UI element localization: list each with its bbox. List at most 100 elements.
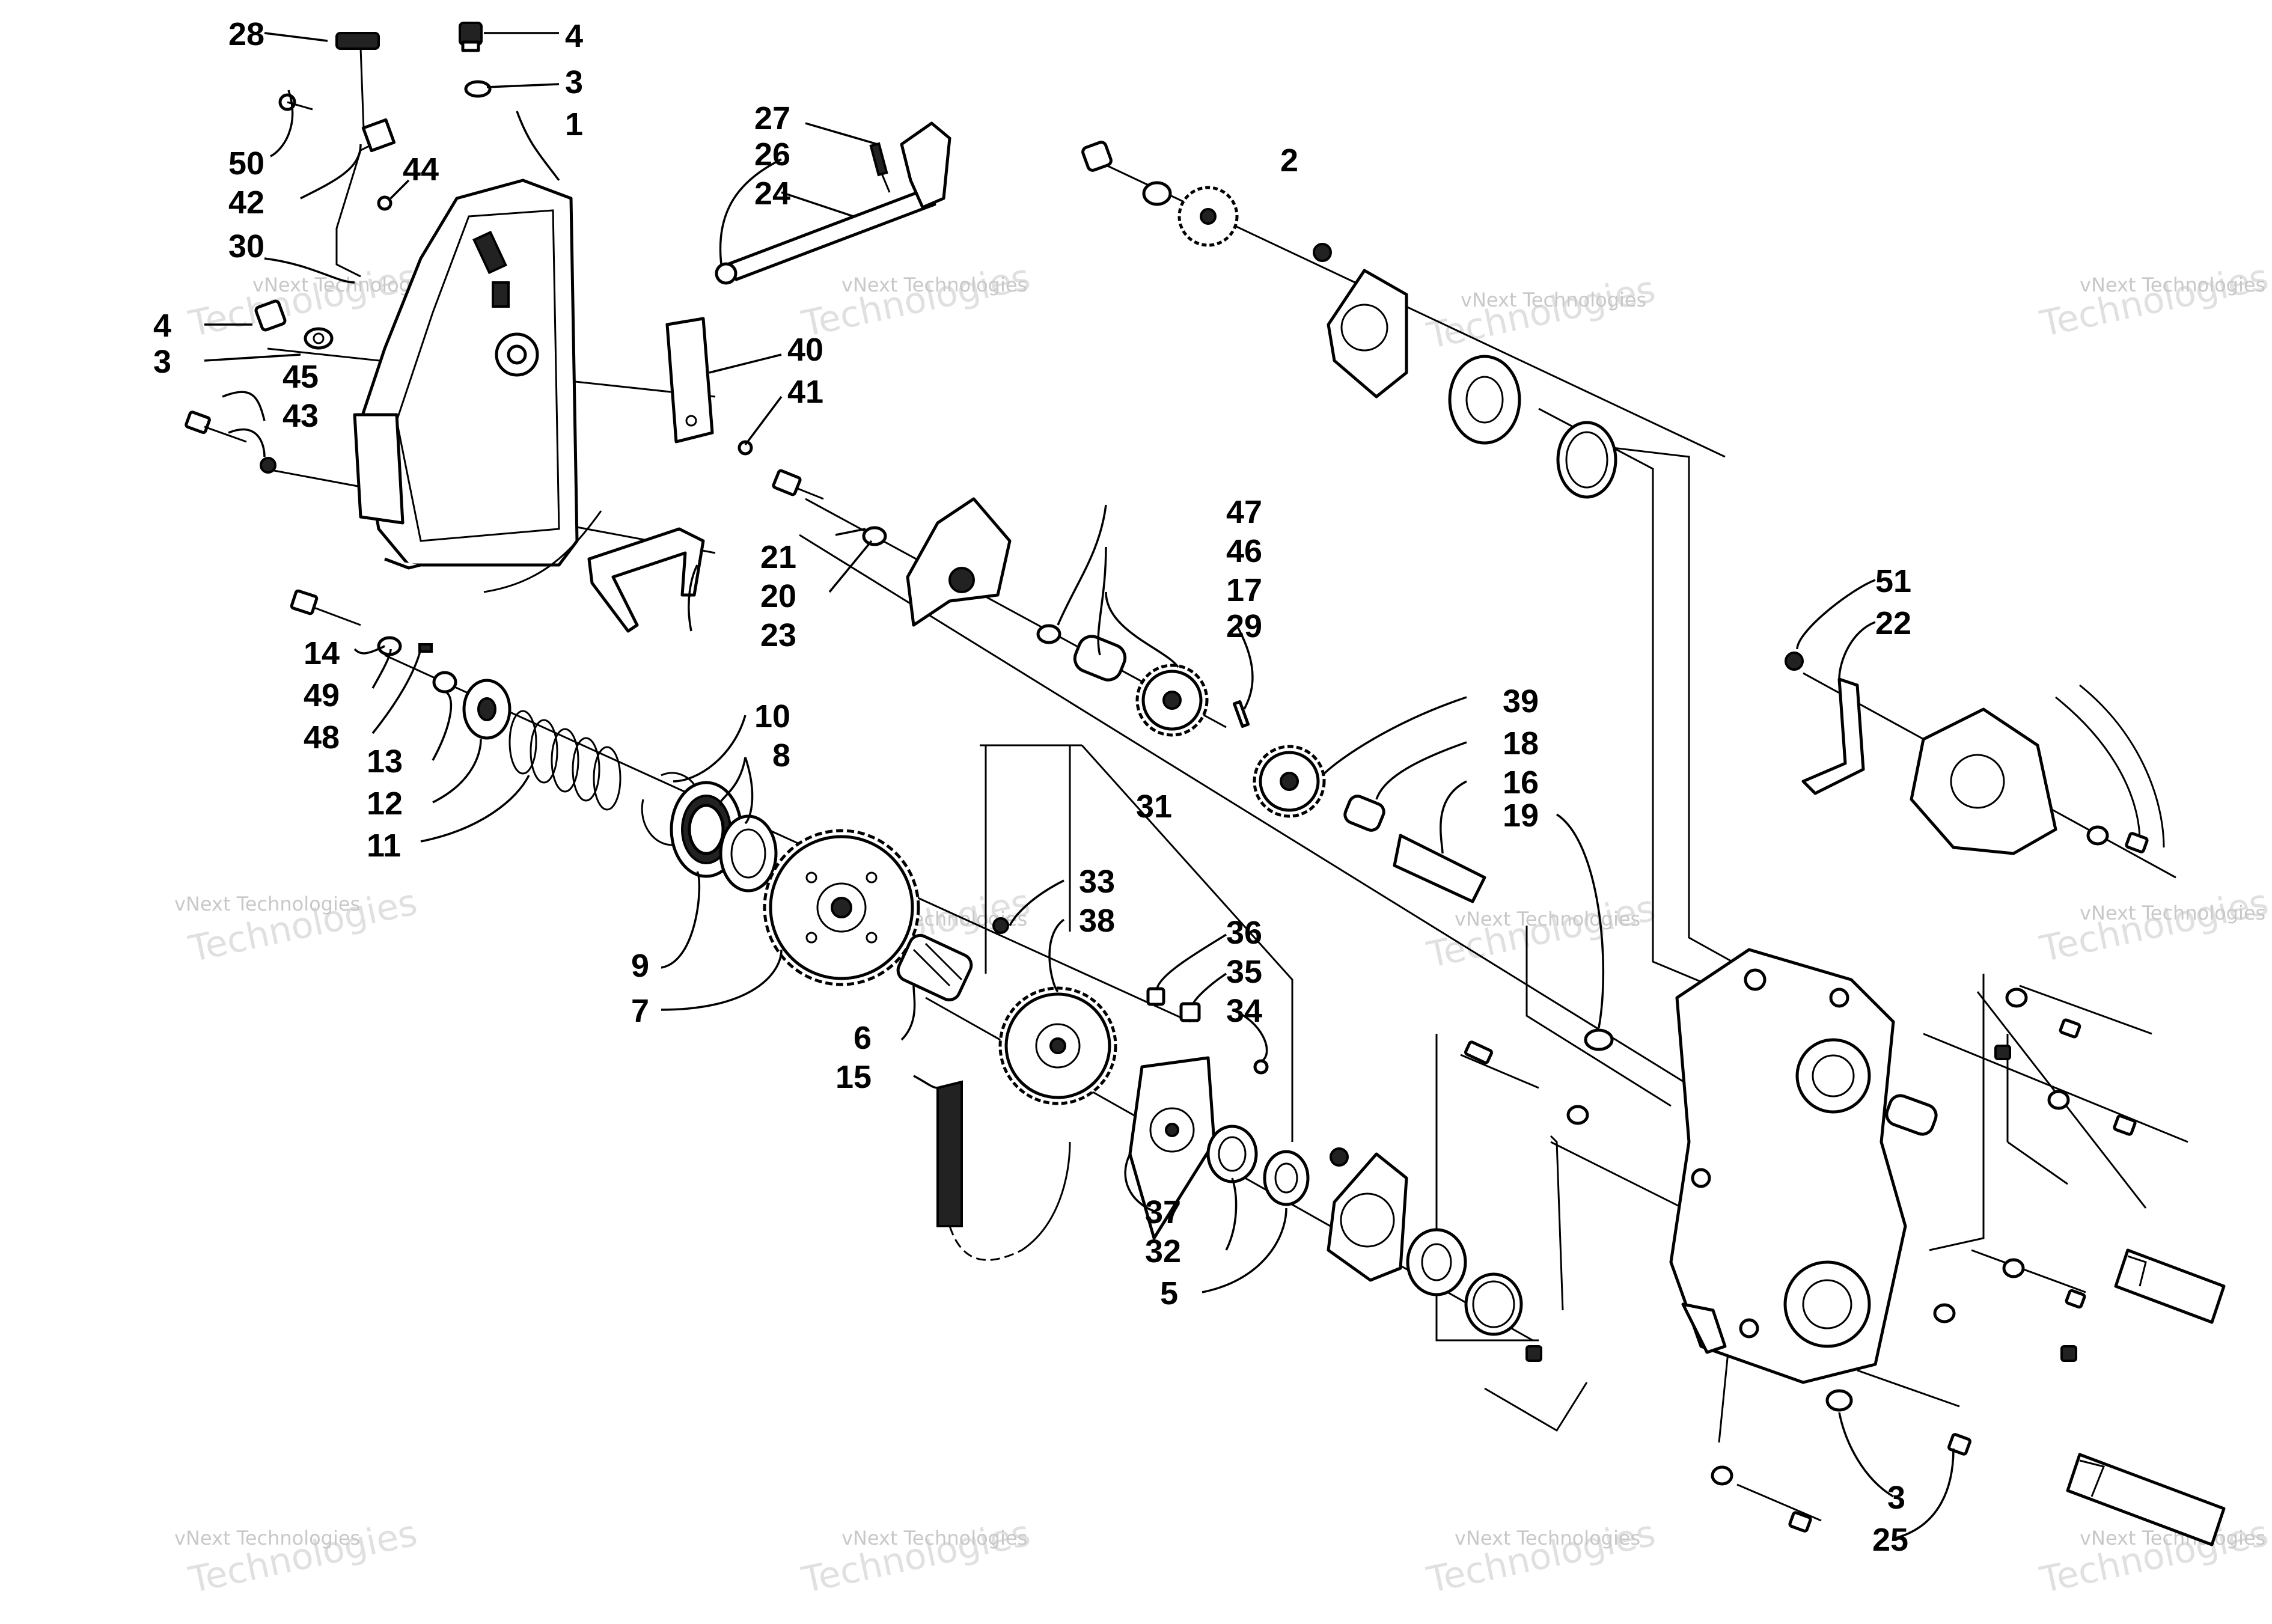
callout-3: 3 [1887,1480,1905,1516]
washer-47 [1036,624,1061,644]
callout-15: 15 [835,1059,872,1095]
watermark-big: Technologies [2036,256,2272,346]
callout-21: 21 [760,539,796,575]
spring-11 [508,710,621,811]
nut-33 [992,917,1009,934]
shaft-24 [715,121,951,285]
callout-51: 51 [1875,563,1911,599]
bolt-14 [290,589,457,694]
callout-7: 7 [631,993,649,1029]
callout-3: 3 [153,344,171,380]
watermark-big: Technologies [185,1512,421,1602]
callout-39: 39 [1503,683,1539,719]
callout-33: 33 [1079,864,1115,900]
callout-11: 11 [367,828,401,864]
callout-43: 43 [282,398,319,434]
bolt-21 [772,469,1012,627]
callout-4: 4 [565,18,583,54]
callout-40: 40 [787,332,823,368]
dipstick [335,32,396,278]
callout-8: 8 [772,737,790,774]
callout-24: 24 [754,176,790,212]
collar-12 [462,679,512,740]
callout-9: 9 [631,948,649,984]
plug-left [254,299,334,350]
right-hardware [1460,988,2226,1546]
watermark-big: Technologies [1423,1512,1660,1602]
callout-47: 47 [1226,494,1262,530]
bearing-plate-lower [1327,1147,1523,1336]
watermark-label: vNext Technologies [1455,908,1640,930]
callout-14: 14 [304,635,340,671]
watermark-label: vNext Technologies [841,1527,1027,1549]
callout-26: 26 [754,136,790,172]
callout-6: 6 [854,1020,872,1056]
bracket-22 [1785,652,2165,855]
callout-20: 20 [760,578,796,614]
chaincase-cover [353,179,579,570]
washer-19 [1584,1028,1614,1051]
plug-top [459,22,492,98]
bearing-plate-upper [1313,243,1617,499]
callout-4: 4 [153,308,171,344]
part-36 [1146,987,1165,1006]
callout-2: 2 [1280,142,1298,179]
callout-3: 3 [565,64,583,100]
sprocket-2 [1081,141,1239,247]
callout-36: 36 [1226,915,1262,951]
watermark-big: Technologies [798,256,1034,346]
screw-44 [377,195,392,211]
callout-labels: 28 4 3 1 50 44 42 30 4 3 45 43 27 26 24 … [153,16,1911,1558]
callout-41: 41 [787,374,823,410]
callout-32: 32 [1145,1233,1181,1269]
callout-38: 38 [1079,903,1115,939]
watermark-label: vNext Technologies [1461,288,1646,311]
flange-37 [1128,1056,1216,1240]
callout-44: 44 [403,151,439,188]
sprocket-17 [1135,664,1209,737]
callout-46: 46 [1226,533,1262,569]
plate-40 [665,317,753,456]
callout-37: 37 [1145,1194,1181,1230]
watermark-label: vNext Technologies [174,893,360,915]
parts [185,22,2226,1546]
watermark-label: vNext Technologies [841,273,1027,296]
callout-30: 30 [228,228,264,264]
pinion-6 [896,933,973,1002]
wire-23 [483,510,602,593]
callout-35: 35 [1226,954,1262,990]
watermark-label: vNext Technologies [174,1527,360,1549]
callout-13: 13 [367,743,403,780]
watermark-big: Technologies [798,1512,1034,1602]
callout-18: 18 [1503,725,1539,762]
star-washer-43 [260,457,276,474]
clip-23 [587,527,705,633]
watermark-big: Technologies [2036,1512,2272,1602]
group-31-bracket [1081,744,1293,1142]
callout-25: 25 [1872,1522,1908,1558]
bearing-46 [1073,635,1127,682]
callout-16: 16 [1503,765,1539,801]
bolt-45 [185,411,247,443]
gear-38 [998,986,1117,1105]
callout-19: 19 [1503,798,1539,834]
washer-5 [1263,1150,1310,1206]
watermark-label: vNext Technologies [1455,1527,1640,1549]
watermark-label: vNext Technologies [2080,273,2265,296]
callout-5: 5 [1160,1275,1178,1311]
watermark-big: Technologies [1423,268,1660,358]
callout-10: 10 [754,698,790,734]
watermark-label: vNext Technologies [2080,902,2265,924]
callout-34: 34 [1226,993,1262,1029]
watermark-big: Technologies [2036,881,2272,971]
part-35 [1179,1002,1201,1022]
chaincase-body [1669,948,1938,1384]
callout-48: 48 [304,719,340,756]
part-34 [1253,1059,1269,1075]
watermark-big: Technologies [1423,887,1660,977]
bushing-18 [1343,795,1385,832]
callout-50: 50 [228,145,264,182]
callout-45: 45 [282,359,319,395]
callout-49: 49 [304,677,340,713]
